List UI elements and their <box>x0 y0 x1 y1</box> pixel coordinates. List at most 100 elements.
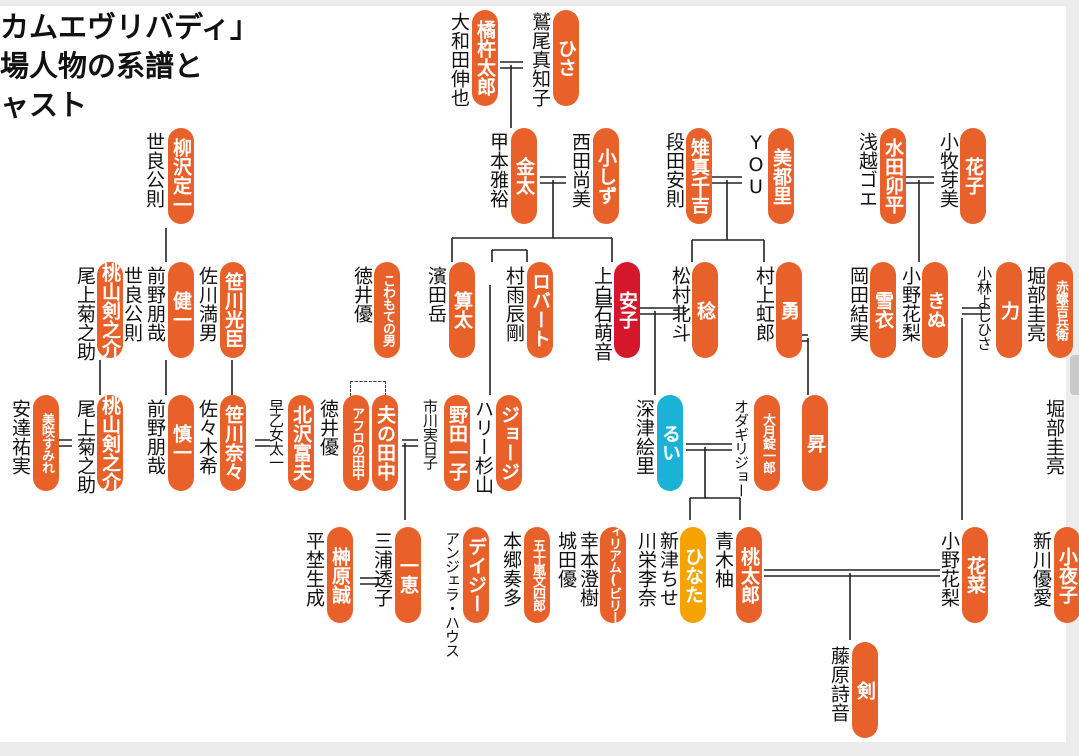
actor-kitsutaro: 大和田伸也 <box>448 12 470 107</box>
character-riki: 力 <box>996 262 1022 358</box>
actor-ichie: 三浦透子 <box>371 531 393 607</box>
character-shinichi: 慎一 <box>168 395 194 491</box>
actor-shinichi: 前野朋哉 <box>144 399 166 475</box>
actor-sakaki: 平埜生成 <box>303 531 325 607</box>
character-sakaki: 榊原誠 <box>327 527 353 623</box>
actor-isamu: 村上虹郎 <box>753 266 775 342</box>
actor-tsuyoshi: 藤原詩音 <box>828 646 850 722</box>
character-daisy: デイジー <box>463 527 489 623</box>
character-mitsuri: 美都里 <box>768 128 794 224</box>
actor-noda: 市川実日子 <box>421 399 439 469</box>
actor-yukie: 岡田結実 <box>847 266 869 342</box>
character-hanako: 花子 <box>960 128 986 224</box>
character-noboru: 昇 <box>802 395 828 491</box>
character-kitsutaro: 橘杵太郎 <box>472 10 498 106</box>
actor-anna: 上白石萌音 <box>591 266 613 361</box>
character-koshin: 笹川光臣 <box>220 262 246 358</box>
descent-line-rui-children <box>689 447 741 520</box>
actor-riki: 小林よしひさ <box>975 266 993 350</box>
character-gojuarashi: 五十嵐文四郎 <box>524 527 550 623</box>
actor-akaneko: 堀部圭亮 <box>1024 266 1046 342</box>
actor-robert: 村雨辰剛 <box>503 266 525 342</box>
actor-nao: 佐々木希 <box>196 399 218 475</box>
actor-hinata: 新津ちせ <box>657 531 679 607</box>
character-kenshinosuke-2: 桃山剣之介 <box>97 395 123 491</box>
marriage-line-momotaro <box>764 569 940 577</box>
actor-mitsuri: YOU <box>745 132 767 198</box>
marriage-line-ichie <box>360 577 380 585</box>
character-hinata: ひなた <box>680 527 706 623</box>
scrollbar-handle[interactable] <box>1070 355 1079 395</box>
actor-kenshinosuke-2: 尾上菊之助 <box>74 399 96 494</box>
adoption-bracket <box>350 381 386 396</box>
descent-line-kinta-children <box>451 180 613 262</box>
actor-afro: 徳井優 <box>317 399 339 456</box>
actor-hisa: 鷲尾真知子 <box>529 12 551 107</box>
character-kinu: きぬ <box>922 262 948 358</box>
character-chie: 雉真千吉 <box>686 128 712 224</box>
actor-misaki: 安達祐実 <box>9 399 31 475</box>
actor-sadaichi: 世良公則 <box>143 132 165 208</box>
actor-koshizu: 西田尚美 <box>569 132 591 208</box>
marriage-line-anna-ken <box>640 307 686 315</box>
character-uhei: 水田卯平 <box>880 128 906 224</box>
actor-hana: 小野花梨 <box>938 531 960 607</box>
descent-line-robert <box>491 249 528 262</box>
actor-kitazawa: 早乙女太一 <box>267 399 285 469</box>
marriage-line-nao <box>255 439 270 447</box>
actor-kenichi: 前野朋哉 <box>144 266 166 342</box>
character-ichie: 一恵 <box>395 527 421 623</box>
descent-line-chie-children <box>691 180 765 262</box>
character-momotaro: 桃太郎 <box>736 527 762 623</box>
character-anna: 安子 <box>614 262 640 358</box>
character-wakamono: こわもての男 <box>374 262 400 358</box>
actor-sayako: 新川優愛 <box>1030 531 1052 607</box>
marriage-line-anna-robert <box>596 297 612 305</box>
marriage-line-rui <box>686 443 732 451</box>
actor-kinu: 小野花梨 <box>899 266 921 342</box>
character-afro: アフロの田中 <box>343 395 369 491</box>
character-koshizu: 小しず <box>593 128 619 224</box>
actor-chie: 段田安則 <box>663 132 685 208</box>
character-kitazawa: 北沢富夫 <box>288 395 314 491</box>
actor-ken: 松村北斗 <box>669 266 691 342</box>
character-kenshinosuke: 桃山剣之介 <box>97 262 123 358</box>
character-otsuki: 大月錠一郎 <box>754 395 780 491</box>
character-noda: 野田一子 <box>444 395 470 491</box>
character-kenichi: 健一 <box>168 262 194 358</box>
character-george: ジョージ <box>496 395 522 491</box>
character-hana: 花菜 <box>962 527 988 623</box>
character-nao: 笹川奈々 <box>220 395 246 491</box>
actor-koshin: 佐川満男 <box>196 266 218 342</box>
actor-rui: 深津絵里 <box>633 399 655 475</box>
character-kinta: 金太 <box>511 128 537 224</box>
character-ken: 稔 <box>692 262 718 358</box>
character-sayako: 小夜子 <box>1054 527 1079 623</box>
actor-ikeda: 堀部圭亮 <box>1043 399 1065 475</box>
actor-william: 城田優 <box>555 531 577 588</box>
character-william: ウィリアム(ビリー) <box>600 527 626 623</box>
actor-daisy: アンジェラ・ハウス <box>443 531 461 657</box>
actor-kenshinosuke: 尾上菊之助 <box>74 266 96 361</box>
actor-otsuki: オダギリジョー <box>732 399 750 497</box>
actor-kinta: 甲本雅裕 <box>487 132 509 208</box>
actor-kenichi-young: 世良公則 <box>121 266 143 342</box>
actor-hanako: 小牧芽美 <box>937 132 959 208</box>
character-robert: ロバート <box>527 262 553 358</box>
character-akaneko: 赤螺吉兵衛 <box>1047 262 1073 358</box>
character-rui: るい <box>657 395 683 491</box>
character-yukie: 雪衣 <box>870 262 896 358</box>
actor-gojuarashi: 本郷奏多 <box>500 531 522 607</box>
character-santa: 算太 <box>449 262 475 358</box>
marriage-line-kinu-riki <box>962 307 990 315</box>
actor-wakamono: 徳井優 <box>351 266 373 323</box>
actor-santa: 濱田岳 <box>425 266 447 323</box>
actor-momotaro: 青木柚 <box>712 531 734 588</box>
character-sadaichi: 柳沢定一 <box>168 128 194 224</box>
actor-george: ハリー杉山 <box>472 399 494 494</box>
character-tsuyoshi: 剣 <box>852 642 878 738</box>
actor-william-b: 幸本澄樹 <box>577 531 599 607</box>
character-hisa: ひさ <box>553 10 579 106</box>
